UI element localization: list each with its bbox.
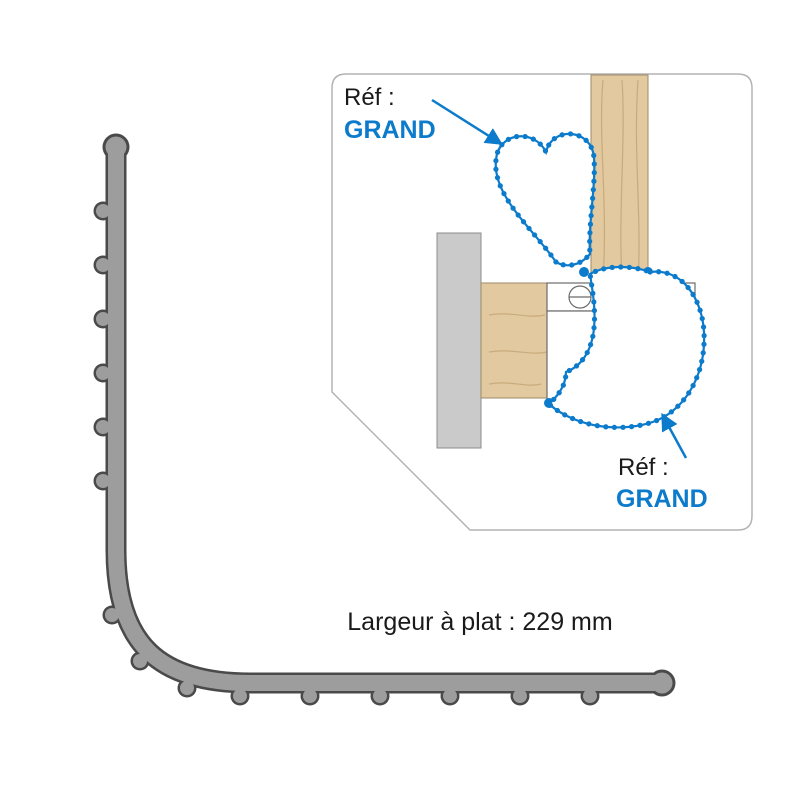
ref-label-top: Réf : GRAND	[344, 84, 436, 144]
ref-label-bottom-prefix: Réf :	[618, 454, 669, 481]
seal-profile-flat	[93, 133, 676, 706]
ref-arrow-top	[431, 98, 503, 145]
profile-bumps	[96, 136, 673, 703]
cross-section-panel: Réf : GRAND Réf : GRAND	[331, 73, 753, 531]
wood-rail-grain	[488, 313, 548, 386]
profile-end-ball-right	[651, 672, 673, 694]
ref-label-top-prefix: Réf :	[344, 84, 395, 111]
seal-outline-top	[493, 131, 597, 268]
seal-outline-bottom	[545, 264, 707, 431]
profile-fill-layer	[96, 136, 673, 703]
detail-panel-border	[331, 73, 753, 531]
ref-label-bottom-value: GRAND	[616, 485, 708, 513]
ref-arrow-bottom	[661, 412, 688, 459]
ref-label-bottom: Réf : GRAND	[616, 454, 708, 513]
profile-end-ball-top	[105, 136, 127, 158]
wood-post-grain	[600, 79, 640, 281]
wall-section	[436, 232, 482, 449]
ref-label-top-value: GRAND	[344, 116, 436, 144]
dimension-caption: Largeur à plat : 229 mm	[347, 608, 612, 636]
